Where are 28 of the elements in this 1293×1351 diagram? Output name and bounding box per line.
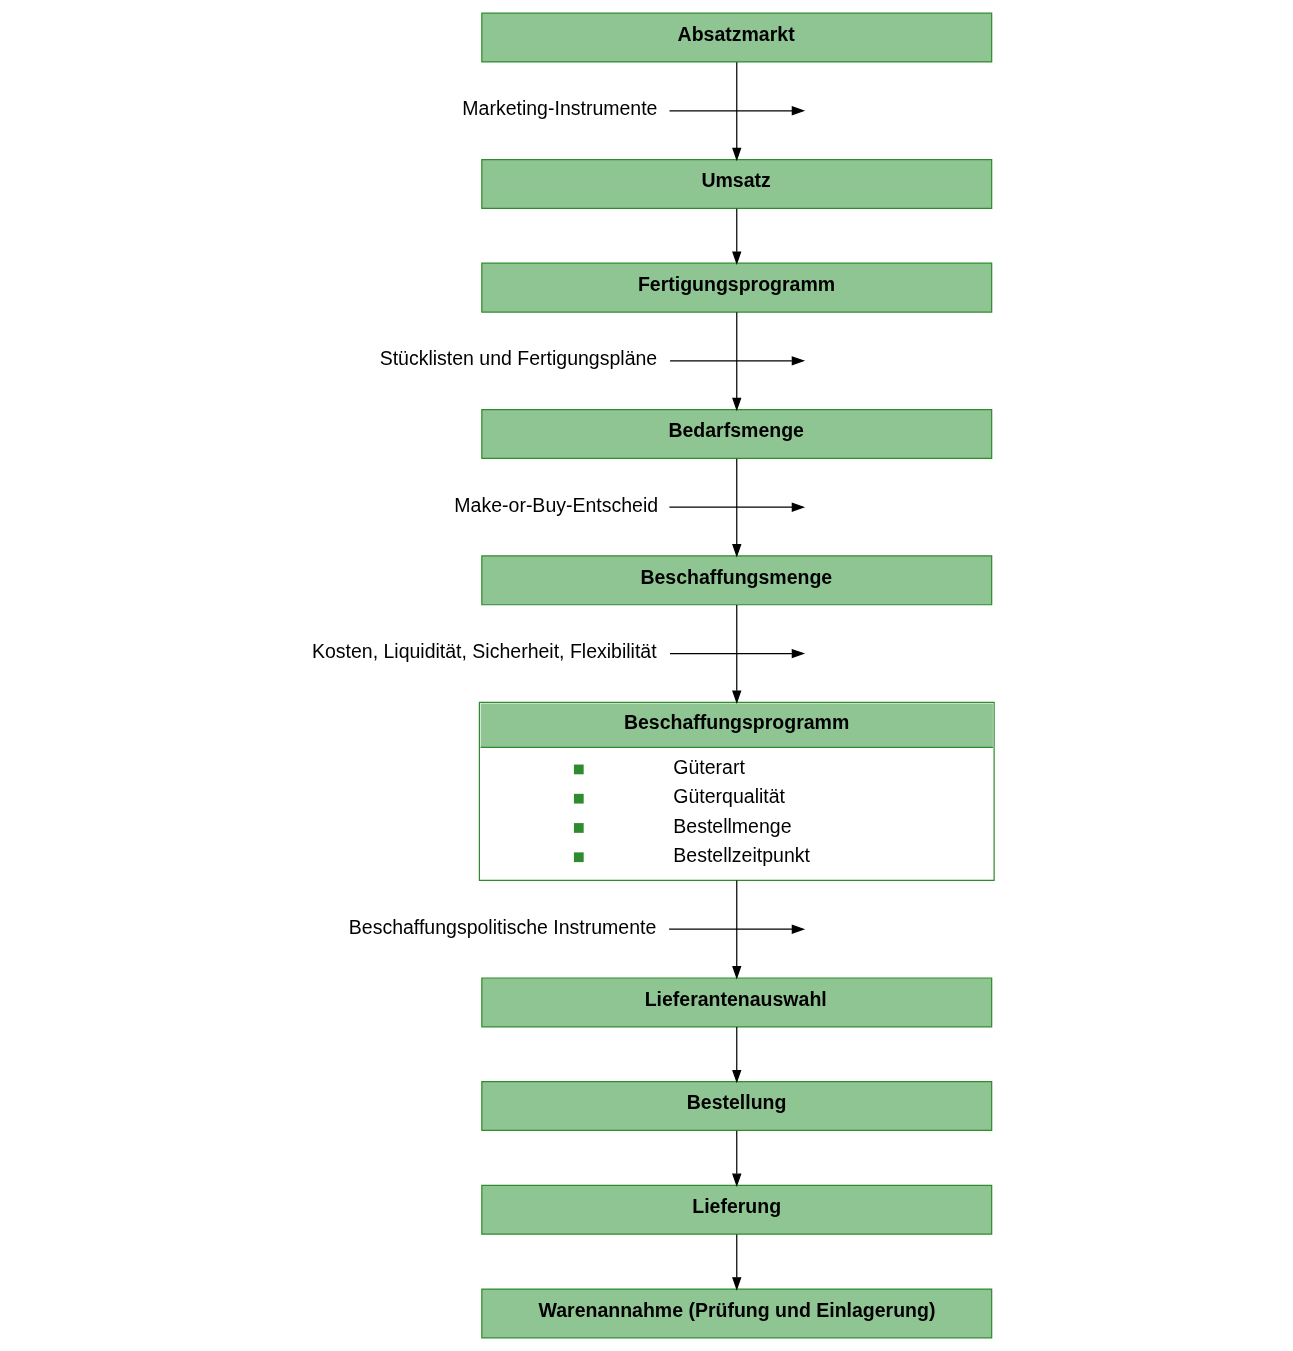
arrow <box>732 1233 742 1291</box>
arrow <box>732 604 742 704</box>
node-box: Beschaffungsmenge <box>481 555 993 606</box>
node-box: Bestellung <box>481 1081 993 1132</box>
node-box: Warenannahme (Prüfung und Einlagerung) <box>481 1288 993 1339</box>
arrow <box>669 648 806 659</box>
arrow <box>732 61 742 162</box>
arrow <box>732 1026 742 1084</box>
arrow <box>732 208 742 265</box>
node-box: Umsatz <box>481 158 993 209</box>
node-text: Beschaffungspolitische Instrumente <box>348 915 657 938</box>
node-box: Fertigungsprogramm <box>481 262 993 313</box>
arrow <box>732 458 742 558</box>
node-text: Stücklisten und Fertigungspläne <box>379 347 658 370</box>
node-box: Absatzmarkt <box>481 12 993 63</box>
arrow <box>732 311 742 412</box>
node-text: Marketing-Instrumente <box>462 97 658 120</box>
arrow <box>732 879 742 980</box>
arrow <box>668 502 806 512</box>
node-text: Kosten, Liquidität, Sicherheit, Flexibilität <box>311 640 657 663</box>
arrow <box>668 924 806 934</box>
node-box: Lieferantenauswahl <box>481 977 993 1028</box>
arrow <box>732 1130 742 1187</box>
node-box: Bedarfsmenge <box>481 409 993 459</box>
node-text: Make-or-Buy-Entscheid <box>454 493 659 516</box>
arrow <box>669 356 806 366</box>
node-box: Lieferung <box>481 1184 993 1235</box>
arrow <box>668 106 806 116</box>
